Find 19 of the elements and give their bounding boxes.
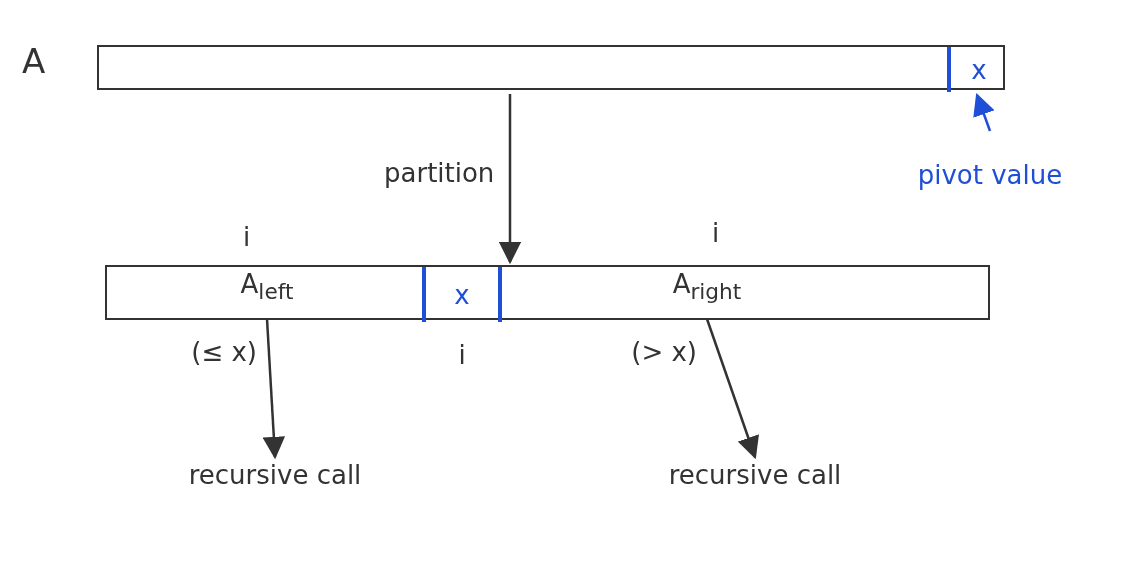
condition-text: (> x): [631, 337, 697, 367]
condition-text: (≤ x): [191, 337, 257, 367]
pivot-cell: x: [947, 47, 1007, 92]
annotation-text: pivot value: [915, 135, 1065, 215]
index-mark: i: [712, 218, 720, 248]
array-box: [97, 45, 1005, 90]
arrow: [705, 318, 759, 460]
leader-arrow: [973, 92, 995, 132]
pivot-cell: x: [422, 267, 502, 322]
arrow: [498, 94, 522, 265]
index-mark: i: [458, 340, 466, 370]
step-text: recursive call: [665, 460, 845, 560]
index-mark: i: [243, 222, 251, 252]
arrow: [262, 318, 286, 460]
array-name: A: [22, 41, 46, 81]
array-box: [105, 265, 990, 320]
subarray-name: A$_{right}$: [637, 269, 777, 315]
subarray-name: A$_{left}$: [197, 269, 337, 315]
step-text: recursive call: [185, 460, 365, 560]
